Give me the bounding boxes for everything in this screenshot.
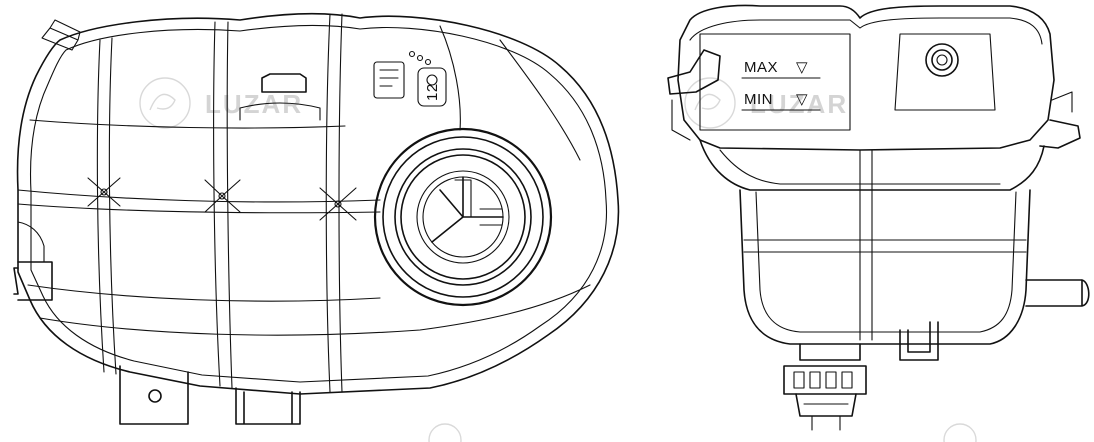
mount-bracket-right (235, 387, 301, 425)
tank-side-view: MAX ▽ MIN ▽ (667, 4, 1090, 431)
level-max-label: MAX (744, 59, 778, 76)
side-waist-inner (719, 149, 1001, 185)
watermark-logo-icon (149, 93, 176, 111)
watermark-brand-text: LUZAR (205, 89, 303, 119)
upper-rib (29, 119, 346, 129)
panel-line (213, 21, 221, 387)
lower-rib (27, 284, 381, 302)
panel-line (439, 25, 461, 131)
lower-rib (39, 284, 591, 336)
side-upper-inner (689, 17, 1043, 45)
breather-port (894, 33, 996, 111)
bottom-connector (783, 343, 867, 431)
side-lower-inner (755, 191, 1017, 333)
watermark-logo-icon (694, 93, 721, 111)
belt-line (17, 189, 381, 203)
filler-cap (373, 127, 553, 307)
side-port (13, 261, 53, 301)
panel-line (226, 21, 233, 389)
mount-bracket-left (119, 365, 189, 425)
nozzle-base (239, 102, 321, 121)
side-outlet-pipe (1025, 279, 1090, 307)
tank-front-view: 12 (13, 12, 620, 425)
pressure-icon (426, 74, 438, 86)
level-plate: MAX ▽ MIN ▽ (699, 33, 851, 131)
level-min-label: MIN (744, 91, 773, 108)
side-flange (1039, 119, 1081, 149)
watermark-brand-text: LUZAR (750, 89, 848, 119)
watermark-bottom (428, 423, 977, 442)
tank-front-inner-outline (29, 24, 608, 383)
side-belt (743, 239, 1027, 253)
panel-line (96, 39, 105, 373)
side-clip-lower (671, 99, 691, 141)
side-port-hose (17, 221, 45, 263)
cap-marking: 12 (424, 83, 441, 101)
side-mount (899, 321, 939, 361)
side-flange-tab (1051, 91, 1073, 113)
rib-cross (319, 187, 357, 221)
panel-line (499, 39, 581, 161)
rib-cross (204, 179, 241, 213)
belt-line (17, 203, 381, 214)
level-min-indicator: ▽ (796, 91, 808, 108)
hose-nozzle (261, 73, 307, 93)
watermark-left: LUZAR (139, 77, 303, 129)
side-upper-body (677, 4, 1055, 151)
top-left-clip (41, 19, 81, 51)
connector-latch (803, 403, 849, 431)
side-seam (859, 149, 873, 341)
side-clip (667, 49, 721, 95)
level-symbol: 12 (373, 50, 447, 107)
watermark-right: LUZAR (684, 77, 848, 129)
side-waist (699, 139, 1045, 191)
book-icon (379, 69, 399, 87)
panel-line (108, 37, 117, 375)
mount-hole (148, 389, 162, 403)
level-max-indicator: ▽ (796, 59, 808, 76)
connector-nozzle (795, 393, 857, 417)
cap-spokes-detail (454, 179, 503, 226)
cap-spokes (431, 176, 504, 243)
panel-line (325, 13, 331, 393)
rib-cross (87, 177, 121, 207)
tank-front-outline (16, 12, 620, 395)
side-lower-body (739, 189, 1031, 345)
